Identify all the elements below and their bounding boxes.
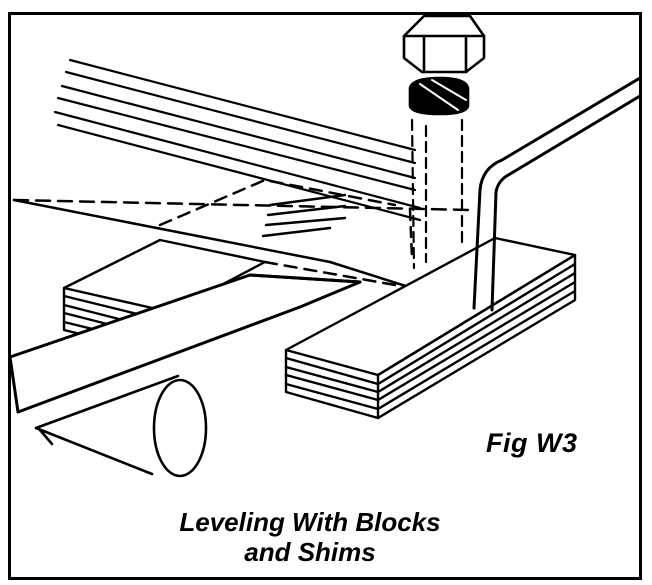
bent-rod: [472, 76, 642, 312]
bolt-shank: [410, 118, 464, 270]
figure-label: Fig W3: [486, 428, 578, 458]
pry-bar: [8, 273, 362, 414]
caption-line-2: and Shims: [244, 537, 376, 567]
figure-caption: Leveling With Blocks and Shims: [120, 507, 500, 567]
hex-bolt: [402, 14, 486, 116]
shim-stack-right: [284, 236, 577, 420]
roller: [34, 374, 208, 478]
caption-line-1: Leveling With Blocks: [179, 507, 441, 537]
rail: [53, 58, 422, 222]
